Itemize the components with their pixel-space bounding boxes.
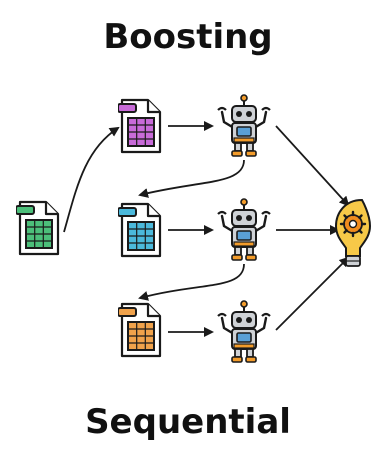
connectors	[63, 121, 350, 337]
spreadsheet-file-icon	[118, 202, 162, 258]
model-1	[216, 94, 272, 158]
spreadsheet-file-icon	[118, 302, 162, 358]
dataset-1	[118, 98, 162, 154]
arrow-main-to-dataset-1	[63, 126, 120, 233]
spreadsheet-file-icon	[118, 98, 162, 154]
diagram-title: Boosting	[103, 17, 272, 57]
dataset-2	[118, 202, 162, 258]
lightbulb-gear-icon	[334, 198, 372, 267]
arrow-model-2-to-dataset-3	[138, 263, 245, 301]
dataset-main	[16, 200, 60, 256]
model-2	[216, 198, 272, 262]
arrow-model-1-to-dataset-2	[138, 159, 245, 198]
robot-icon	[216, 300, 272, 364]
robot-icon	[216, 198, 272, 262]
robot-icon	[216, 94, 272, 158]
spreadsheet-file-icon	[16, 200, 60, 256]
model-3	[216, 300, 272, 364]
dataset-3	[118, 302, 162, 358]
arrow-model-1-to-prediction	[275, 125, 350, 207]
prediction	[334, 198, 372, 267]
arrow-model-3-to-prediction	[275, 256, 350, 331]
diagram-footer-label: Sequential	[85, 402, 291, 442]
